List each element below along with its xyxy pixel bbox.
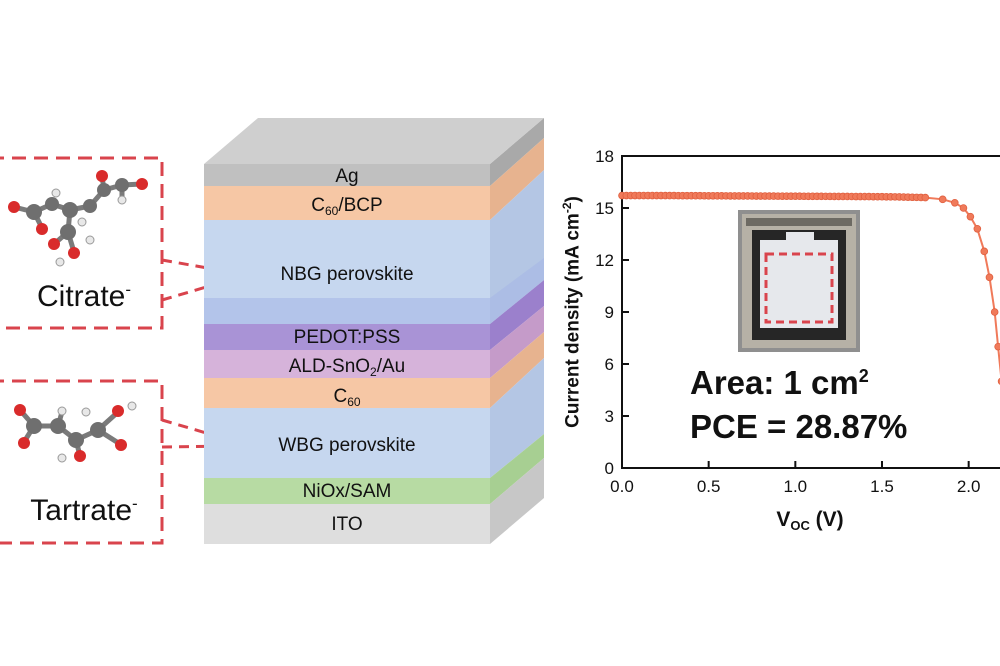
pce-annotation: PCE = 28.87% xyxy=(690,408,908,445)
nbg-shading xyxy=(204,258,544,324)
layer-label-ito: ITO xyxy=(331,514,363,535)
layer-c60-bcp xyxy=(204,186,490,220)
x-tick-label: 1.0 xyxy=(784,477,808,496)
wbg-side xyxy=(490,358,544,478)
x-tick-label: 0.0 xyxy=(610,477,634,496)
layer-pedot-pss xyxy=(204,324,490,350)
x-tick-label: 2.0 xyxy=(957,477,981,496)
jv-data-point xyxy=(938,195,947,204)
layer-ald-sno2-au xyxy=(204,350,490,378)
jv-data-point xyxy=(921,193,930,202)
y-tick-label: 15 xyxy=(595,199,614,218)
chart-ylabel: Current density (mA cm-2) xyxy=(560,196,584,428)
layer-ito xyxy=(204,504,490,544)
sno2-side xyxy=(490,306,544,378)
niox-side xyxy=(490,434,544,504)
jv-data-point xyxy=(966,212,975,221)
layer-label-c60-bcp: C60/BCP xyxy=(311,195,383,218)
y-tick-label: 0 xyxy=(605,459,614,478)
y-tick-label: 6 xyxy=(605,355,614,374)
area-annotation: Area: 1 cm2 xyxy=(690,364,869,401)
citrate-label: Citrate- xyxy=(36,280,132,313)
y-tick-label: 18 xyxy=(595,147,614,166)
layer-label-ald-sno2-au: ALD-SnO2/Au xyxy=(288,356,406,379)
chart-xlabel: VOC (V) xyxy=(776,508,844,533)
tartrate-molecule-model xyxy=(14,401,137,463)
layer-label-ag: Ag xyxy=(335,166,359,187)
layer-wbg-perovskite xyxy=(204,408,490,478)
c60bcp-side xyxy=(490,138,544,220)
layer-label-niox-sam: NiOx/SAM xyxy=(302,481,392,502)
jv-data-point xyxy=(985,273,994,282)
layer-label-pedot-pss: PEDOT:PSS xyxy=(293,327,401,348)
tartrate-box xyxy=(0,379,164,545)
jv-chart: 0.0 0.5 1.0 1.5 2.0 0 3 6 9 12 15 18 xyxy=(595,147,1000,496)
layer-ag xyxy=(204,164,490,186)
c60-side xyxy=(490,332,544,408)
active-area-box xyxy=(764,252,834,324)
jv-data-point xyxy=(990,308,999,316)
jv-data-point xyxy=(950,199,959,207)
y-tick-label: 12 xyxy=(595,251,614,270)
layer-niox-sam xyxy=(204,478,490,504)
jv-data-point xyxy=(959,204,968,212)
molecule-panel xyxy=(0,156,231,545)
device-photo-inset xyxy=(738,210,860,352)
jv-data-point xyxy=(980,247,989,256)
tartrate-label: Tartrate- xyxy=(30,494,138,527)
pedot-side xyxy=(490,280,544,350)
x-tick-label: 1.5 xyxy=(870,477,894,496)
layer-label-wbg-perovskite: WBG perovskite xyxy=(278,435,416,456)
y-tick-label: 9 xyxy=(605,303,614,322)
y-tick-label: 3 xyxy=(605,407,614,426)
citrate-box xyxy=(0,156,164,330)
ito-side xyxy=(490,458,544,544)
citrate-molecule-model xyxy=(8,170,148,267)
ag-side xyxy=(490,118,544,186)
stack-top-face xyxy=(204,118,544,164)
device-stack xyxy=(204,118,544,544)
layer-c60 xyxy=(204,378,490,408)
layer-label-nbg-perovskite: NBG perovskite xyxy=(280,264,414,285)
jv-data-point xyxy=(973,225,982,233)
layer-label-c60: C60 xyxy=(333,386,361,409)
x-tick-label: 0.5 xyxy=(697,477,721,496)
jv-data-point xyxy=(994,342,1000,351)
